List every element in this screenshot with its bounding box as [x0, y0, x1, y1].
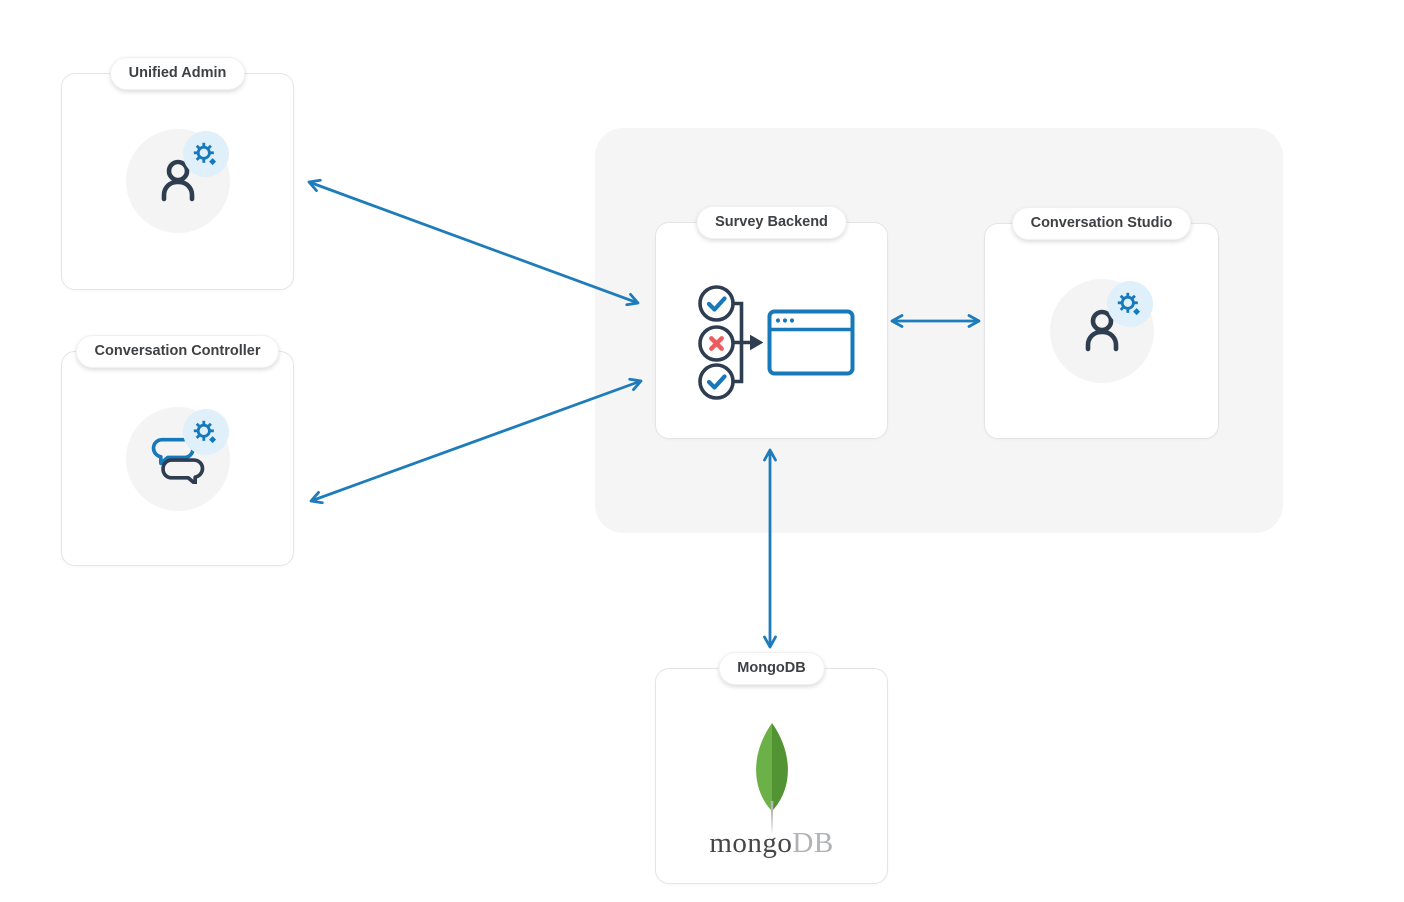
node-label-conversation-controller: Conversation Controller — [75, 335, 280, 368]
connection-unified-admin-survey-backend — [307, 178, 640, 307]
check-icon — [706, 374, 727, 390]
gear-sparkle-icon — [1117, 292, 1141, 315]
mongodb-leaf-icon — [755, 723, 788, 835]
gear-sparkle-icon — [193, 420, 217, 443]
node-label-mongodb: MongoDB — [718, 652, 825, 685]
checklist-browser-icon — [697, 285, 854, 401]
node-label-survey-backend: Survey Backend — [696, 206, 847, 239]
icon-background-circle — [125, 129, 230, 233]
node-conversation-studio: Conversation Studio — [984, 207, 1219, 439]
mongodb-wordmark-db: DB — [792, 827, 834, 859]
mongodb-wordmark: mongoDB — [656, 829, 887, 858]
icon-background-circle — [125, 407, 230, 511]
icon-background-circle — [1049, 279, 1154, 383]
check-icon — [706, 296, 727, 312]
node-survey-backend: Survey Backend — [655, 206, 888, 439]
node-label-conversation-studio: Conversation Studio — [1011, 207, 1192, 240]
gear-badge — [182, 409, 229, 455]
user-icon — [1085, 309, 1118, 352]
node-mongodb: MongoDB mongoDB — [655, 652, 888, 884]
user-icon — [161, 159, 194, 202]
browser-window-icon — [767, 309, 854, 376]
chat-bubbles-icon — [151, 437, 204, 484]
connection-conversation-controller-survey-backend — [309, 377, 643, 505]
gear-sparkle-icon — [193, 142, 217, 165]
node-unified-admin: Unified Admin — [61, 57, 294, 290]
node-label-unified-admin: Unified Admin — [109, 57, 246, 90]
node-conversation-controller: Conversation Controller — [61, 335, 294, 566]
x-icon — [708, 336, 724, 352]
gear-badge — [182, 131, 229, 177]
mongodb-wordmark-mongo: mongo — [709, 827, 793, 859]
gear-badge — [1106, 281, 1153, 327]
